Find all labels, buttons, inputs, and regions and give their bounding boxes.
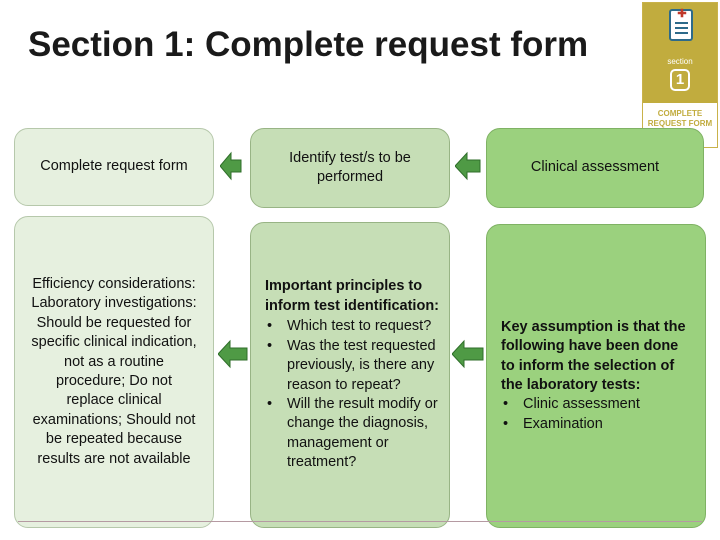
page-title: Section 1: Complete request form xyxy=(28,25,589,64)
assumption-box: Key assumption is that the following hav… xyxy=(486,224,706,528)
assumption-list: Clinic assessment Examination xyxy=(501,395,691,434)
complete-request-form-box: Complete request form xyxy=(14,128,214,206)
clinical-assessment-text: Clinical assessment xyxy=(530,159,660,176)
section-badge: ✚ section 1 COMPLETE REQUEST FORM xyxy=(642,2,718,148)
identify-tests-text: Identify test/s to be performed xyxy=(289,149,411,185)
principles-item: Which test to request? xyxy=(265,317,439,337)
badge-section-word: section xyxy=(667,57,693,66)
badge-label-line1: COMPLETE xyxy=(657,109,703,118)
assumption-item: Examination xyxy=(501,415,691,435)
principles-list: Which test to request? Was the test requ… xyxy=(265,317,439,472)
assumption-item: Clinic assessment xyxy=(501,395,691,415)
principles-box: Important principles to inform test iden… xyxy=(250,222,450,528)
badge-section-number: 1 xyxy=(670,69,690,91)
bottom-divider xyxy=(18,521,702,522)
principles-item: Was the test requested previously, is th… xyxy=(265,337,439,395)
left-arrow-icon xyxy=(452,339,484,369)
badge-icon-area: ✚ xyxy=(643,3,717,49)
clipboard-icon: ✚ xyxy=(669,9,693,41)
identify-tests-box: Identify test/s to be performed xyxy=(250,128,450,208)
assumption-heading: Key assumption is that the following hav… xyxy=(501,318,686,393)
badge-label: COMPLETE REQUEST FORM xyxy=(643,109,717,129)
complete-request-form-text: Complete request form xyxy=(40,158,188,175)
clinical-assessment-box: Clinical assessment xyxy=(486,128,704,208)
principles-item: Will the result modify or change the dia… xyxy=(265,395,439,473)
badge-label-line2: REQUEST FORM xyxy=(647,119,713,128)
left-arrow-icon xyxy=(220,151,242,181)
left-arrow-icon xyxy=(455,151,481,181)
left-arrow-icon xyxy=(218,339,248,369)
principles-heading: Important principles to inform test iden… xyxy=(265,278,439,314)
badge-section-area: section 1 xyxy=(643,49,717,103)
medical-cross-icon: ✚ xyxy=(677,8,687,20)
efficiency-box: Efficiency considerations: Laboratory in… xyxy=(14,216,214,528)
efficiency-text: Efficiency considerations: Laboratory in… xyxy=(31,275,197,467)
